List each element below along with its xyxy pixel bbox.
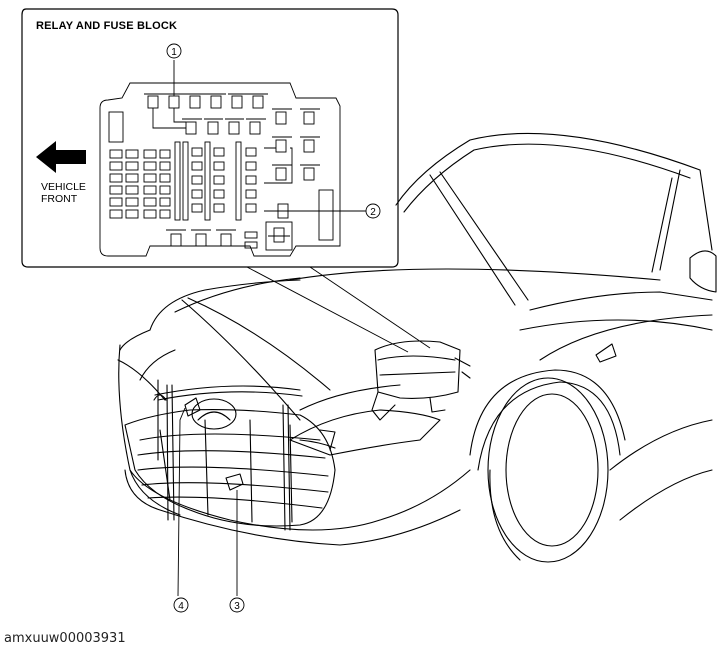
callout-numbers: 1 2 4 3 — [171, 47, 376, 612]
figure-id-caption: amxuuw00003931 — [4, 631, 126, 646]
callout-circles — [166, 43, 381, 613]
callout-1-label: 1 — [171, 47, 177, 58]
car-illustration — [117, 132, 717, 563]
callout-3-label: 3 — [234, 601, 240, 612]
vehicle-front-line2: FRONT — [41, 193, 78, 205]
inset-panel — [21, 8, 431, 353]
vehicle-front-label: VEHICLE FRONT — [41, 181, 86, 205]
inset-title: RELAY AND FUSE BLOCK — [36, 20, 178, 32]
vehicle-front-line1: VEHICLE — [41, 181, 86, 193]
callout-leaders — [173, 60, 366, 597]
callout-4-label: 4 — [178, 601, 184, 612]
callout-2-label: 2 — [370, 207, 376, 218]
arrow-left-icon — [36, 141, 86, 173]
fuse-block-drawing — [99, 82, 341, 257]
